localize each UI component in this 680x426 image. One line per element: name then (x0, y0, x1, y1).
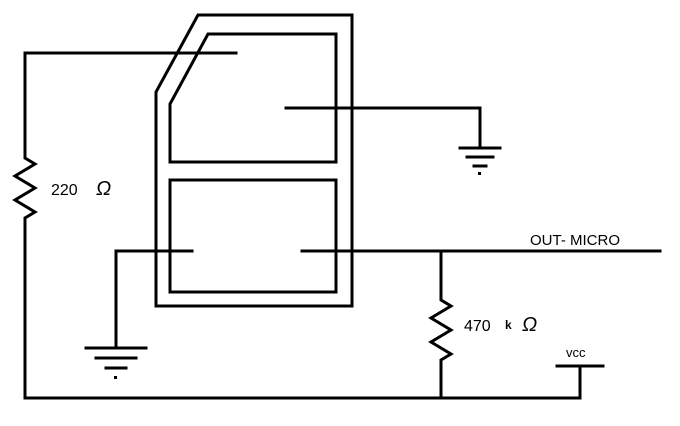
sensor-outer-housing (154, 13, 354, 308)
ground-icon (84, 249, 148, 379)
vcc-label: vcc (566, 345, 586, 360)
resistor-220: 220 Ω (51, 178, 111, 200)
output-label: OUT- MICRO (530, 232, 620, 249)
resistor-470k-unit-icon: Ω (522, 314, 537, 336)
resistor-470k-value: 470 (464, 318, 491, 335)
sensor-upper-chamber (168, 32, 338, 164)
sensor-lower-chamber (168, 178, 338, 294)
resistor-470k-wire (428, 249, 454, 400)
resistor-220-unit-icon: Ω (96, 178, 111, 200)
resistor-220-value: 220 (51, 182, 78, 199)
ground-icon (458, 106, 502, 175)
resistor-470k: 470 k Ω (464, 314, 537, 336)
left-rail-wire (12, 51, 582, 400)
resistor-470k-prefix: k (505, 318, 512, 332)
